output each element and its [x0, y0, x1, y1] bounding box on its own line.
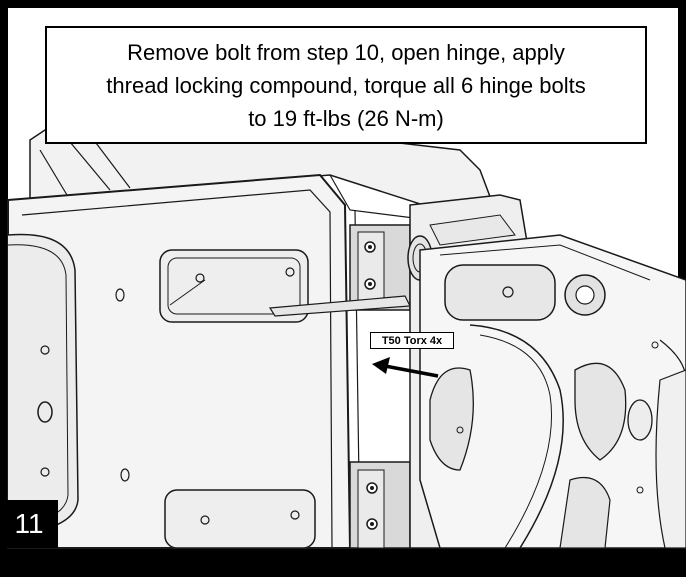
- instruction-line: Remove bolt from step 10, open hinge, ap…: [127, 39, 565, 65]
- arrow-icon: [372, 357, 439, 378]
- hinge-illustration: [268, 224, 411, 317]
- hinge-illustration: [349, 461, 411, 549]
- step-number-badge: 11: [0, 500, 58, 548]
- instruction-line: to 19 ft-lbs (26 N-m): [248, 105, 444, 131]
- instruction-box: Remove bolt from step 10, open hinge, ap…: [45, 26, 647, 144]
- instruction-line: thread locking compound, torque all 6 hi…: [106, 72, 586, 98]
- torx-callout-label: T50 Torx 4x: [370, 332, 454, 349]
